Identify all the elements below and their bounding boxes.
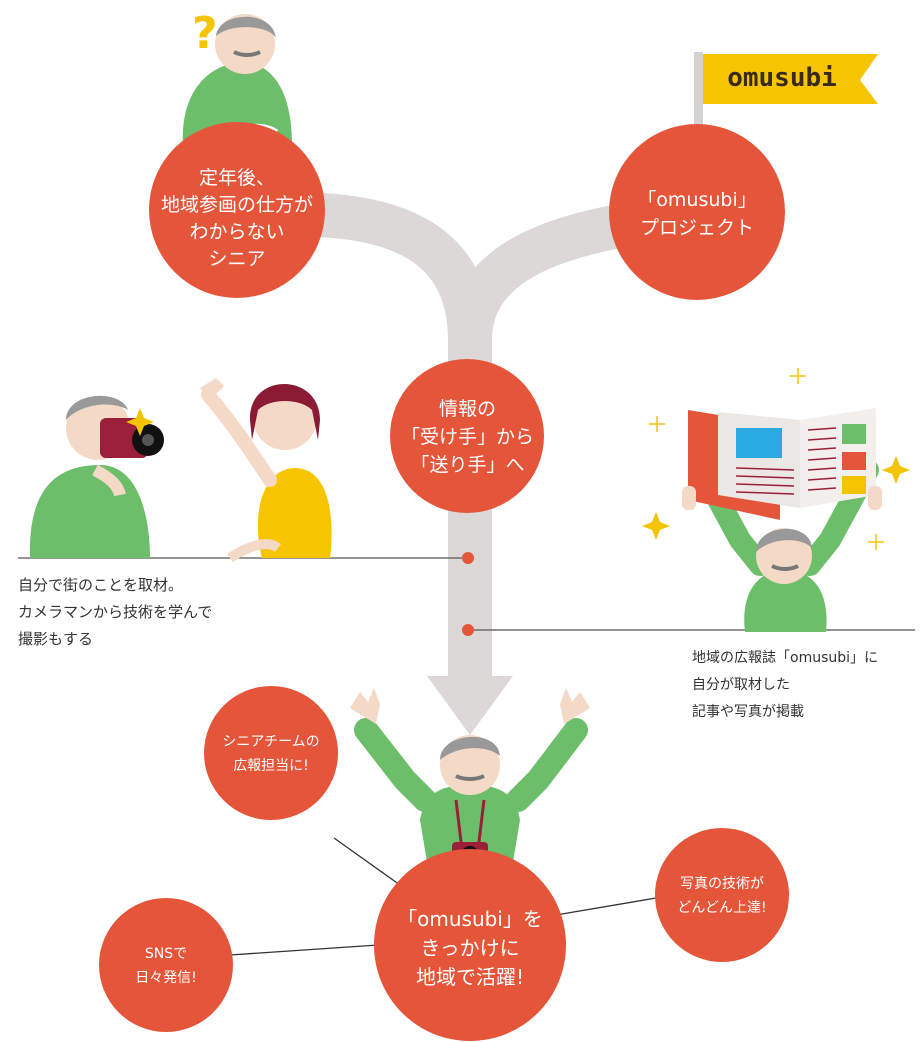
sparkle-icon [882, 456, 910, 484]
mustache [233, 50, 261, 57]
connector-pr [333, 837, 401, 886]
magazine-senior-illustration [682, 408, 882, 632]
gray-hair [756, 528, 812, 552]
gray-hair [440, 736, 500, 760]
hand-left [350, 688, 380, 724]
connector-photo [555, 896, 663, 916]
node-sns [99, 898, 233, 1032]
flag-pole [694, 52, 703, 168]
green-shirt [744, 570, 827, 632]
caption-left: 自分で街のことを取材。 カメラマンから技術を学んで 撮影もする [18, 576, 213, 648]
mustache [771, 564, 799, 571]
node-transition [390, 359, 544, 513]
bob-hair [249, 384, 320, 440]
flow-branch-right [448, 203, 629, 342]
node-photo-skill [655, 828, 789, 962]
twinkle-icon [790, 368, 806, 384]
camera-strap [454, 799, 486, 851]
waving-arm [201, 388, 277, 487]
node-senior-problem [149, 122, 325, 298]
hand-left [682, 486, 696, 510]
node-senior-problem-label: 定年後、 地域参画の仕方が わからない シニア [160, 167, 313, 270]
right-caption-dot [462, 624, 474, 636]
camera-senior-illustration [29, 395, 164, 558]
node-pr-role-label: シニアチームの 広報担当に! [222, 734, 320, 774]
magazine-photo-green [842, 424, 866, 444]
twinkle-icon [868, 534, 884, 550]
raised-arm-right [506, 718, 588, 812]
green-shirt [29, 465, 150, 558]
hand-right [868, 486, 882, 510]
sparkle-icon [126, 408, 154, 436]
flow-branch-left [318, 193, 492, 341]
gray-hair [66, 395, 128, 420]
raised-arm-left [354, 718, 437, 812]
node-transition-label: 情報の 「受け手」から 「送り手」へ [400, 398, 534, 476]
waving-hand [200, 378, 224, 400]
mustache [455, 774, 485, 781]
hand-right [560, 688, 590, 724]
waving-woman-illustration [200, 378, 332, 563]
magazine-text-lines [735, 427, 837, 495]
magazine-photo-blue [736, 428, 782, 458]
flow-arrow-head [427, 676, 513, 735]
connector-sns [229, 944, 379, 956]
node-project-label: 「omusubi」 プロジェクト [637, 189, 757, 239]
caption-right: 地域の広報誌「omusubi」に 自分が取材した 記事や写真が掲載 [692, 650, 879, 720]
magazine-photo-red [842, 452, 866, 470]
omusubi-logo: omusubi [727, 63, 837, 93]
left-caption-dot [462, 552, 474, 564]
question-mark-icon: ? [192, 8, 218, 59]
yellow-top [257, 468, 332, 558]
flag-banner [703, 54, 878, 104]
twinkle-icon [649, 416, 665, 432]
node-pr-role [204, 686, 338, 820]
node-sns-label: SNSで 日々発信! [135, 946, 197, 986]
node-result [374, 849, 566, 1041]
node-photo-skill-label: 写真の技術が どんどん上達! [677, 876, 767, 916]
camera-lens-inner [142, 434, 154, 446]
node-project [609, 124, 785, 300]
green-shirt [182, 62, 292, 145]
sparkle-icon [642, 512, 670, 540]
gray-hair [216, 16, 276, 38]
lower-hand [227, 539, 282, 563]
magazine-photo-yellow [842, 476, 866, 494]
node-result-label: 「omusubi」を きっかけに 地域で活躍! [397, 907, 543, 989]
hand [92, 464, 126, 497]
